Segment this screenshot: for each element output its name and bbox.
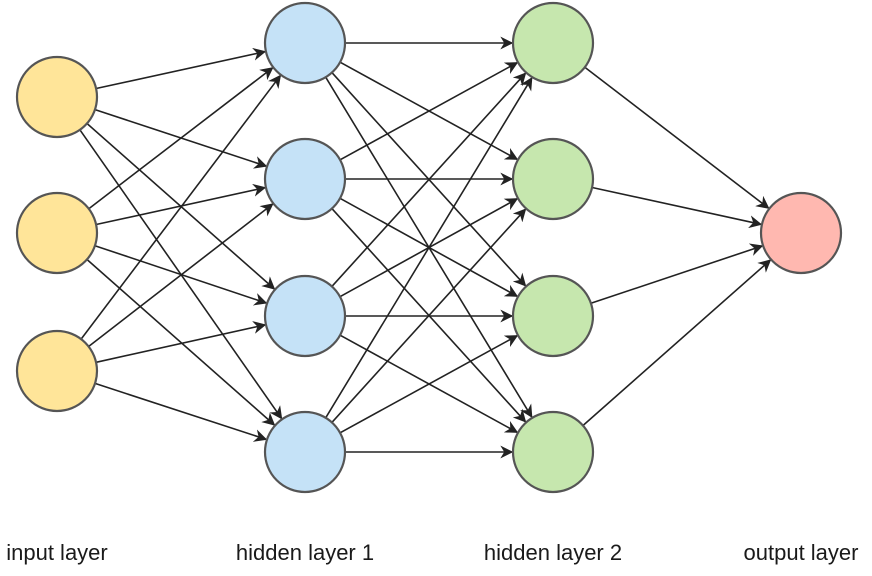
edge-hidden2-3-to-output-1: [590, 243, 764, 305]
input-node-3: [15, 329, 99, 413]
input-node-2: [15, 191, 99, 275]
edge-hidden1-4-to-hidden2-1: [325, 76, 533, 419]
edge-input-3-to-hidden1-3: [95, 321, 267, 364]
output-layer-label: output layer: [743, 540, 859, 565]
hidden-layer-2-label: hidden layer 2: [483, 540, 623, 565]
hidden1-node-1: [263, 1, 347, 85]
edge-input-2-to-hidden1-4: [86, 258, 276, 426]
edge-input-3-to-hidden1-2: [88, 203, 274, 348]
hidden1-node-3: [263, 274, 347, 358]
hidden2-node-4: [511, 410, 595, 494]
input-layer-label: input layer: [6, 540, 108, 565]
connections: [79, 36, 772, 459]
edge-input-3-to-hidden1-4: [94, 382, 268, 442]
neurons: [15, 1, 843, 494]
edge-input-2-to-hidden1-2: [95, 183, 267, 226]
edge-hidden1-3-to-hidden2-1: [331, 72, 527, 287]
output-node-1: [759, 191, 843, 275]
hidden1-node-4: [263, 410, 347, 494]
input-node-1: [15, 55, 99, 139]
edge-input-2-to-hidden1-1: [88, 67, 274, 210]
hidden1-node-2: [263, 137, 347, 221]
edge-hidden2-1-to-output-1: [584, 66, 770, 209]
edge-hidden1-4-to-hidden2-2: [331, 208, 527, 423]
edge-hidden1-4-to-hidden2-3: [339, 334, 519, 434]
edge-input-2-to-hidden1-3: [94, 244, 268, 306]
edge-hidden2-4-to-output-1: [582, 259, 772, 427]
edge-input-1-to-hidden1-1: [95, 47, 267, 90]
hidden2-node-1: [511, 1, 595, 85]
edge-hidden2-2-to-output-1: [591, 186, 763, 229]
edge-hidden1-2-to-hidden2-1: [339, 61, 519, 161]
hidden2-node-2: [511, 137, 595, 221]
edge-input-3-to-hidden1-1: [80, 74, 282, 340]
hidden2-node-3: [511, 274, 595, 358]
hidden-layer-1-label: hidden layer 1: [235, 540, 375, 565]
